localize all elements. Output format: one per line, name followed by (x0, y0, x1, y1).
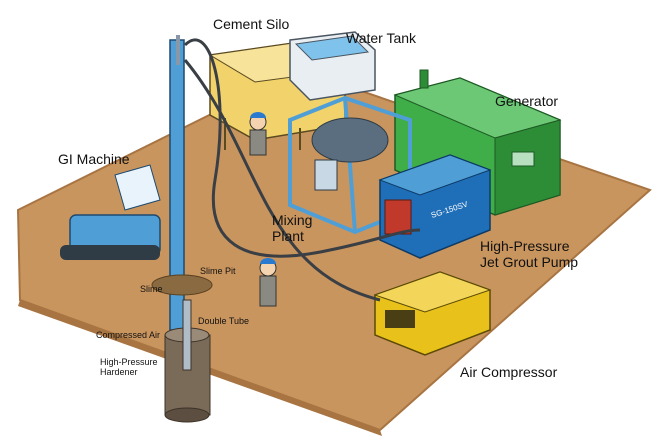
label-mixing-plant: Mixing Plant (272, 212, 312, 244)
label-air-compressor: Air Compressor (460, 364, 558, 380)
label-double-tube: Double Tube (198, 316, 250, 326)
hose-main (183, 38, 421, 258)
worker-slime-pit (259, 258, 277, 307)
label-pump-line1: High-Pressure (480, 238, 570, 254)
label-hardener: High-Pressure Hardener (100, 357, 158, 378)
label-hardener-line1: High-Pressure (100, 357, 158, 367)
label-compressed-air: Compressed Air (96, 330, 161, 340)
label-jet-grout-pump: High-Pressure Jet Grout Pump (480, 238, 578, 270)
gi-machine (60, 35, 185, 331)
label-water-tank: Water Tank (346, 30, 417, 46)
label-mixing-plant-line1: Mixing (272, 212, 313, 228)
label-hardener-line2: Hardener (100, 367, 138, 378)
grout-column (164, 299, 211, 423)
label-cement-silo: Cement Silo (213, 16, 290, 32)
label-slime: Slime (140, 284, 163, 294)
label-gi-machine: GI Machine (58, 151, 130, 167)
label-slime-pit: Slime Pit (200, 266, 236, 276)
water-tank (289, 31, 376, 101)
generator (393, 69, 562, 216)
slime-pit (151, 274, 213, 296)
hose-air (183, 59, 381, 302)
label-pump-line2: Jet Grout Pump (480, 254, 579, 271)
label-mixing-plant-line2: Plant (272, 228, 304, 245)
air-compressor (373, 271, 492, 356)
worker-silo (249, 112, 267, 156)
label-generator: Generator (495, 93, 559, 109)
